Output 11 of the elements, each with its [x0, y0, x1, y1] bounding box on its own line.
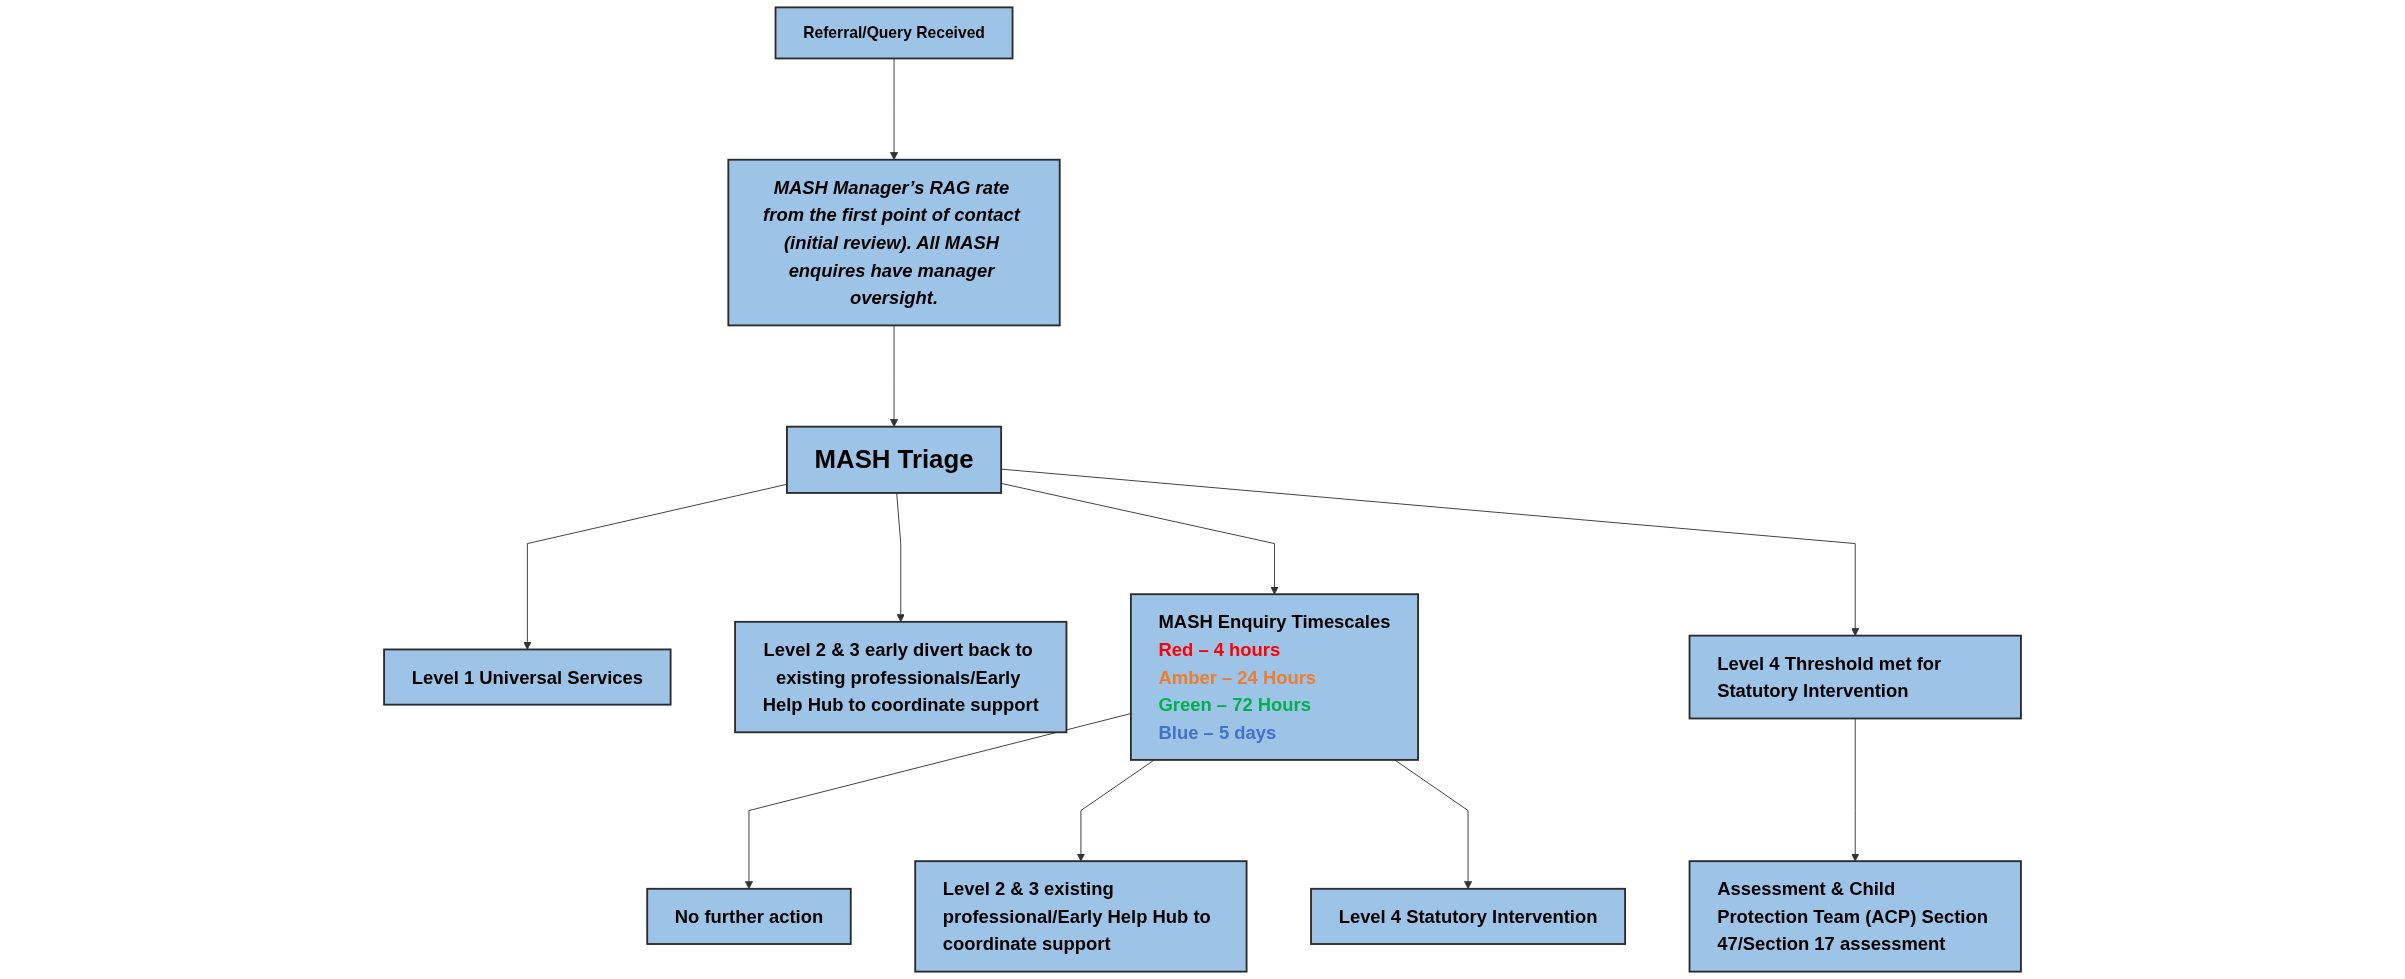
node-box: Level 4 Statutory Intervention — [1310, 887, 1626, 945]
node-box: Level 2 & 3 existing professional/Early Help Hub to coordinate support — [914, 860, 1248, 973]
node-box: MASH Manager’s RAG rate from the first point of contact (initial review). All MASH enquires have manager oversight. — [727, 158, 1061, 327]
node-box: Level 2 & 3 early divert back to existing professionals/Early Help Hub to coordinate support — [734, 620, 1068, 734]
node-box: MASH Triage — [786, 425, 1003, 494]
node-box: No further action — [646, 887, 852, 945]
node-box: MASH Enquiry Timescales Red – 4 hours Amber – 24 Hours Green – 72 Hours Blue – 5 days — [1129, 593, 1419, 761]
node-box: Assessment & Child Protection Team (ACP) Section 47/Section 17 assessment — [1688, 860, 2022, 973]
node-box: Level 1 Universal Services — [383, 648, 672, 706]
node-box: Referral/Query Received — [774, 6, 1014, 60]
node-box: Level 4 Threshold met for Statutory Intervention — [1688, 634, 2022, 720]
